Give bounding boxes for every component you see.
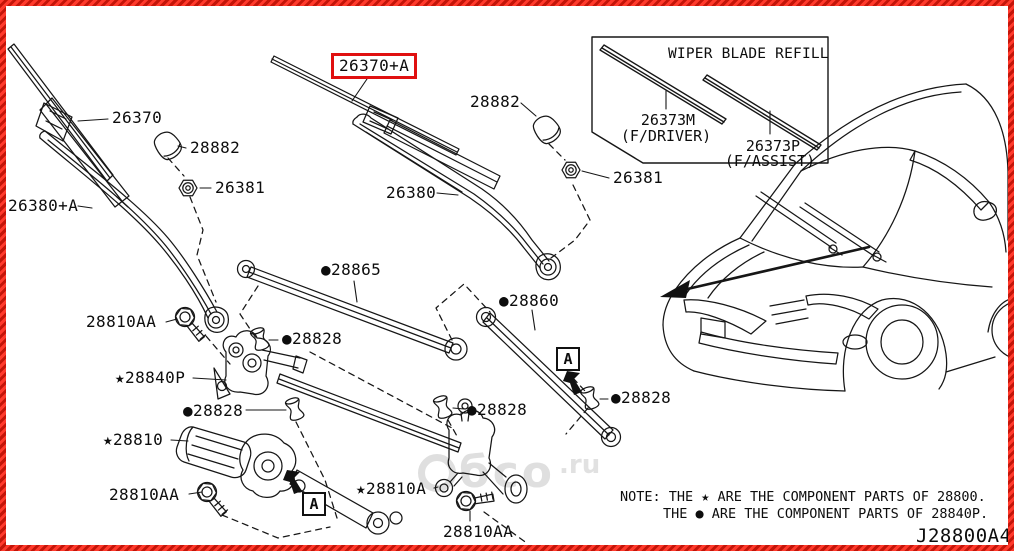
section-marker-A-left: A bbox=[302, 492, 326, 516]
part-label-28828-a[interactable]: ●28828 bbox=[282, 329, 343, 348]
part-label-28828-c[interactable]: ●28828 bbox=[467, 400, 528, 419]
blade-26370-art bbox=[7, 43, 130, 208]
part-label-28810A[interactable]: ★28810A bbox=[356, 479, 427, 498]
note-line-1: NOTE: THE ★ ARE THE COMPONENT PARTS OF 2… bbox=[620, 489, 986, 505]
part-label-26373M-fitment: (F/DRIVER) bbox=[620, 127, 712, 145]
car-illustration bbox=[662, 83, 1014, 392]
part-label-28860[interactable]: ●28860 bbox=[499, 291, 560, 310]
part-label-26370A-highlighted[interactable]: 26370+A bbox=[331, 53, 418, 79]
section-marker-A-right: A bbox=[556, 347, 580, 371]
locator-arrow bbox=[660, 245, 871, 298]
diagram-id: J28800A4 bbox=[916, 525, 1012, 547]
part-label-28840P[interactable]: ★28840P bbox=[115, 368, 186, 387]
part-label-28865[interactable]: ●28865 bbox=[321, 260, 382, 279]
part-label-26381-b[interactable]: 26381 bbox=[613, 168, 664, 187]
part-label-28810AA-a[interactable]: 28810AA bbox=[86, 312, 157, 331]
part-label-26373P-fitment: (F/ASSIST) bbox=[724, 152, 816, 170]
part-label-26380[interactable]: 26380 bbox=[386, 183, 437, 202]
pivot-frame-rod-art bbox=[276, 373, 462, 453]
refill-box-title: WIPER BLADE REFILL bbox=[668, 46, 829, 62]
link-rod-28860-art bbox=[475, 306, 622, 448]
part-label-28882-b[interactable]: 28882 bbox=[470, 92, 521, 111]
part-label-26381-a[interactable]: 26381 bbox=[215, 178, 266, 197]
part-label-28810AA-c[interactable]: 28810AA bbox=[443, 522, 514, 541]
part-label-28828-d[interactable]: ●28828 bbox=[611, 388, 672, 407]
arm-26380-art bbox=[352, 113, 561, 281]
arm-26380A-art bbox=[39, 130, 230, 333]
part-label-26370[interactable]: 26370 bbox=[112, 108, 163, 127]
part-label-28810[interactable]: ★28810 bbox=[103, 430, 164, 449]
part-label-28882-a[interactable]: 28882 bbox=[190, 138, 241, 157]
part-label-28810AA-b[interactable]: 28810AA bbox=[109, 485, 180, 504]
note-line-2: THE ● ARE THE COMPONENT PARTS OF 28840P. bbox=[663, 506, 989, 522]
part-label-26380A[interactable]: 26380+A bbox=[8, 196, 79, 215]
part-label-28828-b[interactable]: ●28828 bbox=[183, 401, 244, 420]
